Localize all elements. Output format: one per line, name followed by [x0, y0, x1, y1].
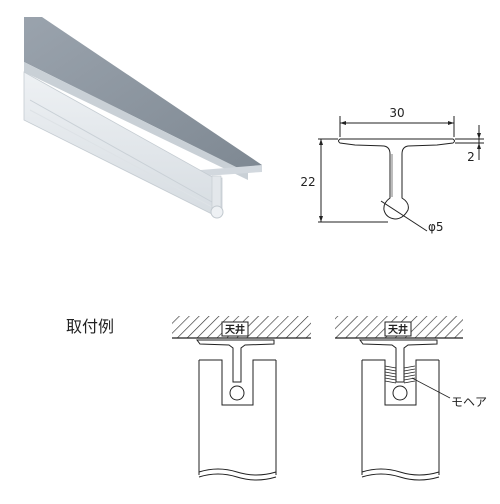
rail-bulb — [210, 205, 224, 219]
section-drawing — [318, 116, 484, 232]
install-example-right — [335, 316, 463, 481]
bulb-diameter-label: φ5 — [428, 220, 444, 234]
panel-right — [361, 359, 440, 475]
height-label: 22 — [300, 175, 315, 189]
product-rendering — [23, 17, 262, 219]
install-example-left — [172, 316, 311, 481]
rail-flange-edge — [24, 62, 248, 180]
t-profile-outline — [338, 138, 455, 220]
thickness-label: 2 — [467, 150, 475, 164]
mohair-brush — [384, 365, 416, 384]
rail-top-face — [24, 17, 262, 173]
installation-heading: 取付例 — [66, 317, 114, 336]
ceiling-tag-right: 天井 — [388, 323, 408, 336]
ceiling-tag-left: 天井 — [225, 323, 245, 336]
panel-left — [198, 359, 277, 475]
brush-label: モヘア — [451, 395, 487, 409]
brush-leader-line — [411, 377, 451, 399]
width-label: 30 — [389, 106, 404, 120]
bulb-leader-line — [380, 200, 428, 232]
rail-end-web — [211, 175, 222, 211]
